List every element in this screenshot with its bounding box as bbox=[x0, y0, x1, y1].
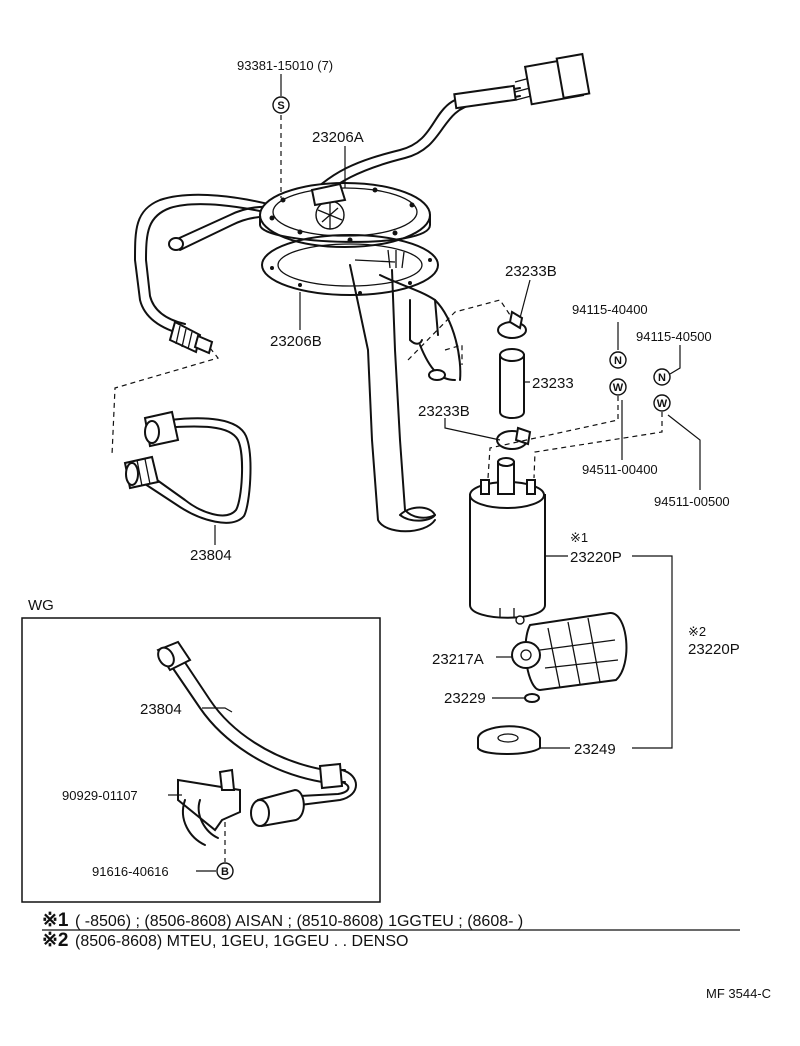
assembly-line-hose-main bbox=[111, 347, 220, 456]
wg-leader-hose bbox=[202, 707, 233, 713]
fuel-hose-main bbox=[123, 410, 252, 524]
nut-leaders bbox=[617, 322, 701, 490]
pump-bracket bbox=[349, 249, 462, 533]
label-pump: 23220P bbox=[570, 549, 622, 566]
figure-code: MF 3544-C bbox=[706, 986, 771, 1001]
leader-23233B-upper bbox=[519, 279, 531, 319]
label-gasket: 23206B bbox=[270, 333, 322, 350]
wg-clamp bbox=[177, 768, 241, 846]
washer-symbol-right: W bbox=[653, 394, 671, 412]
hose-clamp-lower bbox=[496, 426, 532, 450]
fuel-hose-short bbox=[499, 348, 525, 419]
label-nut-right: 94115-40500 bbox=[636, 329, 712, 344]
washer-symbol-left: W bbox=[609, 378, 627, 396]
label-hose-clamp-upper: 23233B bbox=[505, 263, 557, 280]
label-cushion: 23229 bbox=[444, 690, 486, 707]
nut-symbol-left: N bbox=[609, 351, 627, 369]
svg-text:W: W bbox=[613, 382, 624, 394]
assembly-line-pump bbox=[444, 344, 463, 365]
label-filter: 23217A bbox=[432, 651, 484, 668]
fuel-pump bbox=[469, 457, 546, 625]
label-screw-part: 93381-15010 (7) bbox=[237, 58, 333, 73]
wg-filter bbox=[250, 788, 305, 828]
fuel-sender-plate bbox=[259, 182, 431, 248]
label-pump-alt: 23220P bbox=[688, 641, 740, 658]
label-fuel-hose: 23804 bbox=[190, 547, 232, 564]
svg-text:B: B bbox=[221, 866, 229, 878]
label-bracket-rubber: 23249 bbox=[574, 741, 616, 758]
screw-symbol: S bbox=[272, 96, 290, 114]
wg-label-bolt: 91616-40616 bbox=[92, 864, 169, 879]
label-pump-mark: ※1 bbox=[570, 530, 588, 545]
wg-label-hose: 23804 bbox=[140, 701, 182, 718]
svg-text:S: S bbox=[277, 100, 284, 112]
label-washer-right: 94511-00500 bbox=[654, 494, 730, 509]
leader-23233B-lower bbox=[444, 418, 501, 441]
pump-bracket-rubber bbox=[477, 725, 541, 755]
sender-gasket bbox=[261, 234, 439, 296]
wg-bolt-symbol: B bbox=[216, 862, 234, 880]
nut-dash-lines bbox=[487, 396, 663, 479]
label-hose: 23233 bbox=[532, 375, 574, 392]
nut-symbol-right: N bbox=[653, 368, 671, 386]
hose-clamp-upper bbox=[497, 310, 527, 339]
note-1-text: ( -8506) ; (8506-8608) AISAN ; (8510-860… bbox=[75, 913, 523, 930]
label-hose-clamp-lower: 23233B bbox=[418, 403, 470, 420]
fuel-filter bbox=[511, 611, 628, 692]
note-2-mark: ※2 bbox=[42, 930, 69, 951]
wg-label-clamp: 90929-01107 bbox=[62, 788, 138, 803]
label-sender-gauge: 23206A bbox=[312, 129, 364, 146]
wg-section-title: WG bbox=[28, 597, 54, 614]
label-pump-alt-mark: ※2 bbox=[688, 624, 706, 639]
wg-inset-frame bbox=[21, 617, 381, 903]
svg-text:N: N bbox=[658, 372, 666, 384]
label-washer-left: 94511-00400 bbox=[582, 462, 658, 477]
svg-text:N: N bbox=[614, 355, 622, 367]
assembly-line-hose bbox=[407, 299, 511, 361]
pump-cushion bbox=[524, 693, 540, 703]
bracket-23220P-alt bbox=[632, 555, 673, 749]
note-1-mark: ※1 bbox=[42, 910, 69, 931]
fuel-return-pipe bbox=[134, 193, 291, 355]
note-2-text: (8506-8608) MTEU, 1GEU, 1GGEU . . DENSO bbox=[75, 933, 408, 950]
wg-fuel-hose bbox=[156, 640, 357, 806]
svg-text:W: W bbox=[657, 398, 668, 410]
label-nut-left: 94115-40400 bbox=[572, 302, 648, 317]
